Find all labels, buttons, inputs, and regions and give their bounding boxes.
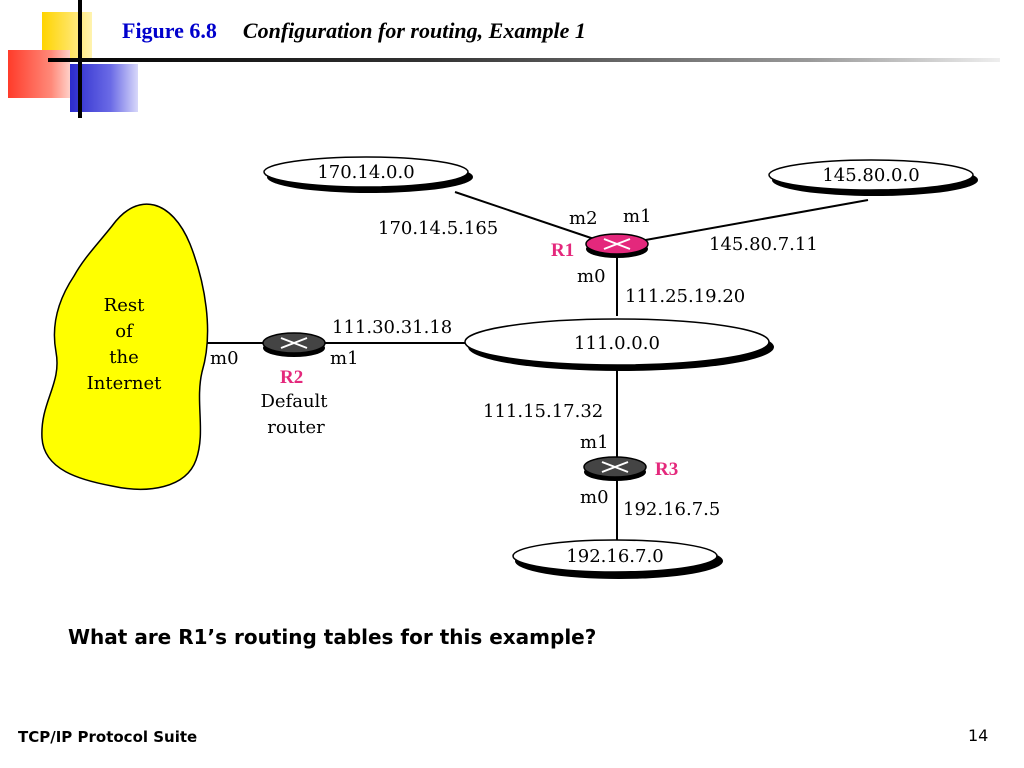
network-address: 192.16.7.0: [566, 546, 663, 567]
network-192: 192.16.7.0: [512, 539, 723, 579]
cloud-text-line-3: the: [109, 347, 138, 368]
router-r2-role-line-2: router: [267, 417, 325, 438]
network-address: 111.0.0.0: [574, 333, 660, 354]
interface-r3-m0: m0: [580, 487, 609, 508]
network-145: 145.80.0.0: [768, 159, 978, 196]
router-r2: [262, 332, 326, 357]
router-r3-cross-icon: [601, 461, 629, 473]
router-r1: [585, 233, 649, 258]
network-shape: [464, 318, 770, 366]
address-r3-m0: 192.16.7.5: [623, 499, 720, 520]
router-r1-cross-icon: [603, 238, 631, 250]
interface-r2-m1: m1: [330, 348, 359, 369]
network-170: 170.14.0.0: [263, 156, 473, 193]
question-text: What are R1’s routing tables for this ex…: [68, 625, 597, 649]
interface-r2-m0: m0: [210, 348, 239, 369]
slide-title: Figure 6.8 Configuration for routing, Exa…: [122, 18, 586, 44]
address-r1-m1: 145.80.7.11: [709, 234, 818, 255]
cloud-text-line-4: Internet: [87, 373, 162, 394]
internet-cloud: Rest of the Internet: [41, 203, 209, 491]
cloud-text-line-1: Rest: [104, 295, 145, 316]
network-diagram: Rest of the Internet 170.14.0.0 145.80.0…: [41, 156, 978, 579]
network-shape: [768, 159, 974, 191]
router-r1-label: R1: [551, 240, 574, 261]
link-r1-170-network: [454, 191, 601, 242]
link-r1-145-network: [639, 199, 869, 242]
network-address: 170.14.0.0: [317, 162, 414, 183]
network-shape: [512, 539, 718, 573]
address-r3-m1: 111.15.17.32: [483, 401, 603, 422]
cloud-shape: [41, 203, 209, 491]
interface-r1-m1: m1: [623, 206, 652, 227]
network-address: 145.80.0.0: [822, 165, 919, 186]
footer-title: TCP/IP Protocol Suite: [18, 728, 198, 746]
network-shape: [263, 156, 469, 188]
address-r1-m2: 170.14.5.165: [378, 218, 498, 239]
address-r2-m1: 111.30.31.18: [332, 317, 452, 338]
interface-r1-m0: m0: [577, 266, 606, 287]
links: [205, 191, 869, 540]
figure-label: Figure 6.8: [122, 18, 217, 43]
router-r2-label: R2: [280, 367, 303, 388]
router-r2-cross-icon: [280, 337, 308, 349]
router-r2-role-line-1: Default: [260, 391, 328, 412]
cloud-text-line-2: of: [115, 321, 134, 342]
title-underline: [48, 58, 1000, 62]
router-r3: [583, 456, 647, 481]
network-111: 111.0.0.0: [464, 318, 774, 371]
page-number: 14: [968, 726, 989, 745]
interface-r3-m1: m1: [580, 432, 609, 453]
figure-caption: Configuration for routing, Example 1: [242, 18, 586, 43]
router-r3-label: R3: [655, 459, 678, 480]
address-r1-m0: 111.25.19.20: [625, 286, 745, 307]
interface-r1-m2: m2: [569, 208, 598, 229]
